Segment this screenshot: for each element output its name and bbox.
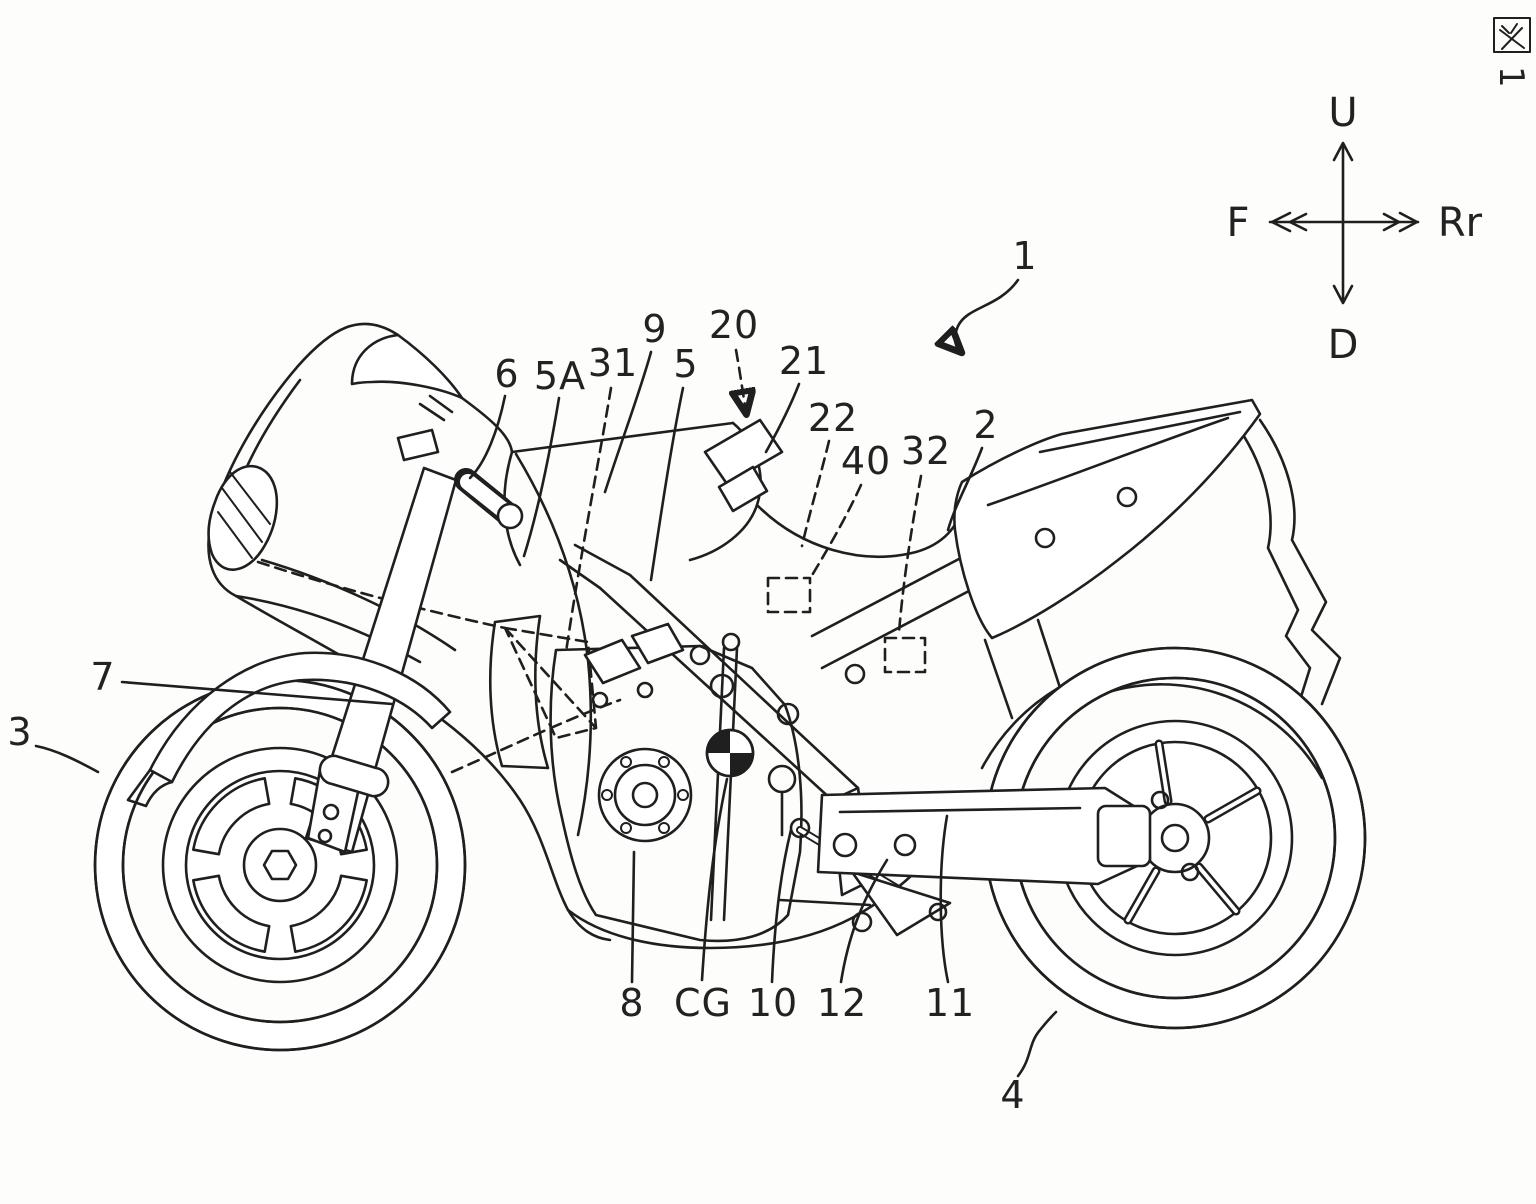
ref-label-5A: 5A	[533, 354, 587, 398]
front-cowl-outline	[207, 322, 612, 942]
front-fender	[148, 651, 452, 784]
bar-end	[496, 502, 524, 530]
leader-5A	[522, 396, 561, 558]
fairing-bodywork	[207, 322, 936, 950]
swingarm-assembly	[789, 786, 1152, 937]
leader-12	[839, 858, 889, 984]
ref-label-40: 40	[840, 439, 892, 483]
leader-32	[897, 474, 923, 634]
compass-front-arrowhead	[1270, 211, 1308, 233]
kanji-zu-glyph	[1493, 17, 1531, 53]
leader-6	[468, 394, 507, 480]
leader-20	[736, 348, 746, 412]
ecu-bracket	[717, 465, 769, 513]
leader-22	[800, 439, 831, 548]
hidden-component-box-40	[766, 576, 812, 614]
headlight-vent	[207, 464, 279, 571]
seat-line	[755, 503, 965, 558]
triple-clamp	[396, 428, 440, 462]
figure-number: 1	[1491, 66, 1531, 88]
ref-label-CG: CG	[674, 981, 732, 1025]
airbox-hidden-outline	[503, 626, 598, 740]
ref-label-12: 12	[816, 981, 868, 1025]
cylinder-head	[583, 622, 685, 685]
leader-CG	[700, 777, 729, 982]
hidden-component-box-32	[883, 636, 927, 674]
leader-8	[630, 850, 636, 984]
axle-nut	[262, 849, 298, 881]
leader-lines	[34, 278, 1058, 1078]
ref-label-3: 3	[7, 710, 33, 754]
ref-label-8: 8	[619, 981, 645, 1025]
tail-cowl-hole	[1116, 486, 1138, 508]
ref-label-22: 22	[807, 396, 859, 440]
leader-9	[603, 350, 653, 494]
ref-label-21: 21	[778, 339, 830, 383]
direction-compass: U D F Rr	[1226, 90, 1482, 368]
leader-7	[120, 680, 394, 706]
front-wheel	[93, 678, 467, 1052]
compass-rear-label: Rr	[1438, 200, 1483, 246]
front-hub	[242, 827, 318, 903]
leader-31	[564, 386, 613, 654]
ref-label-6: 6	[494, 352, 520, 396]
leader-10	[770, 828, 793, 984]
leader-21	[764, 382, 801, 454]
windscreen	[350, 333, 464, 400]
fork-leg	[304, 466, 458, 854]
ref-label-1: 1	[1012, 234, 1038, 278]
compass-up-arrowhead	[1332, 141, 1354, 162]
leader-4	[1016, 1010, 1058, 1078]
compass-down-arrowhead	[1332, 284, 1354, 305]
ref-label-31: 31	[587, 341, 639, 385]
compass-up-label: U	[1328, 90, 1357, 136]
ref-label-11: 11	[924, 981, 976, 1025]
rear-shock	[709, 646, 739, 922]
leader-3	[34, 744, 100, 774]
tank-seat-tail	[503, 398, 1262, 640]
intake-duct-hidden-line	[256, 560, 507, 630]
ref-label-9: 9	[642, 307, 668, 351]
compass-rear-arrowhead	[1382, 211, 1419, 233]
leader-1	[955, 278, 1020, 351]
mirror-stay	[418, 394, 454, 422]
leader-11	[939, 814, 950, 984]
leader-5	[649, 386, 685, 582]
brake-caliper	[318, 754, 390, 798]
swingarm-pivot-bolt	[832, 832, 858, 858]
ref-label-10: 10	[747, 981, 799, 1025]
leader-2	[946, 446, 984, 532]
ref-label-7: 7	[90, 655, 116, 699]
tail-cowl-hole	[1034, 527, 1056, 549]
ecu-unit	[703, 418, 784, 486]
engine-case-outline	[549, 644, 803, 943]
ref-label-2: 2	[973, 403, 999, 447]
ref-label-5: 5	[673, 342, 699, 386]
figure-title: 1	[1491, 17, 1531, 88]
compass-down-label: D	[1328, 322, 1359, 368]
ref-label-32: 32	[900, 429, 952, 473]
ref-label-4: 4	[1000, 1073, 1026, 1117]
tail-cowl	[953, 398, 1262, 640]
axle-block	[1096, 804, 1152, 868]
center-of-gravity-symbol	[705, 728, 755, 778]
compass-front-label: F	[1226, 200, 1249, 246]
engine-cover	[597, 747, 693, 843]
linkage-rocker	[850, 870, 952, 937]
leader-40	[809, 483, 863, 579]
radiator	[488, 614, 550, 770]
ref-label-20: 20	[708, 303, 760, 347]
license-plate-hanger	[1258, 418, 1342, 706]
front-suspension	[126, 466, 458, 854]
